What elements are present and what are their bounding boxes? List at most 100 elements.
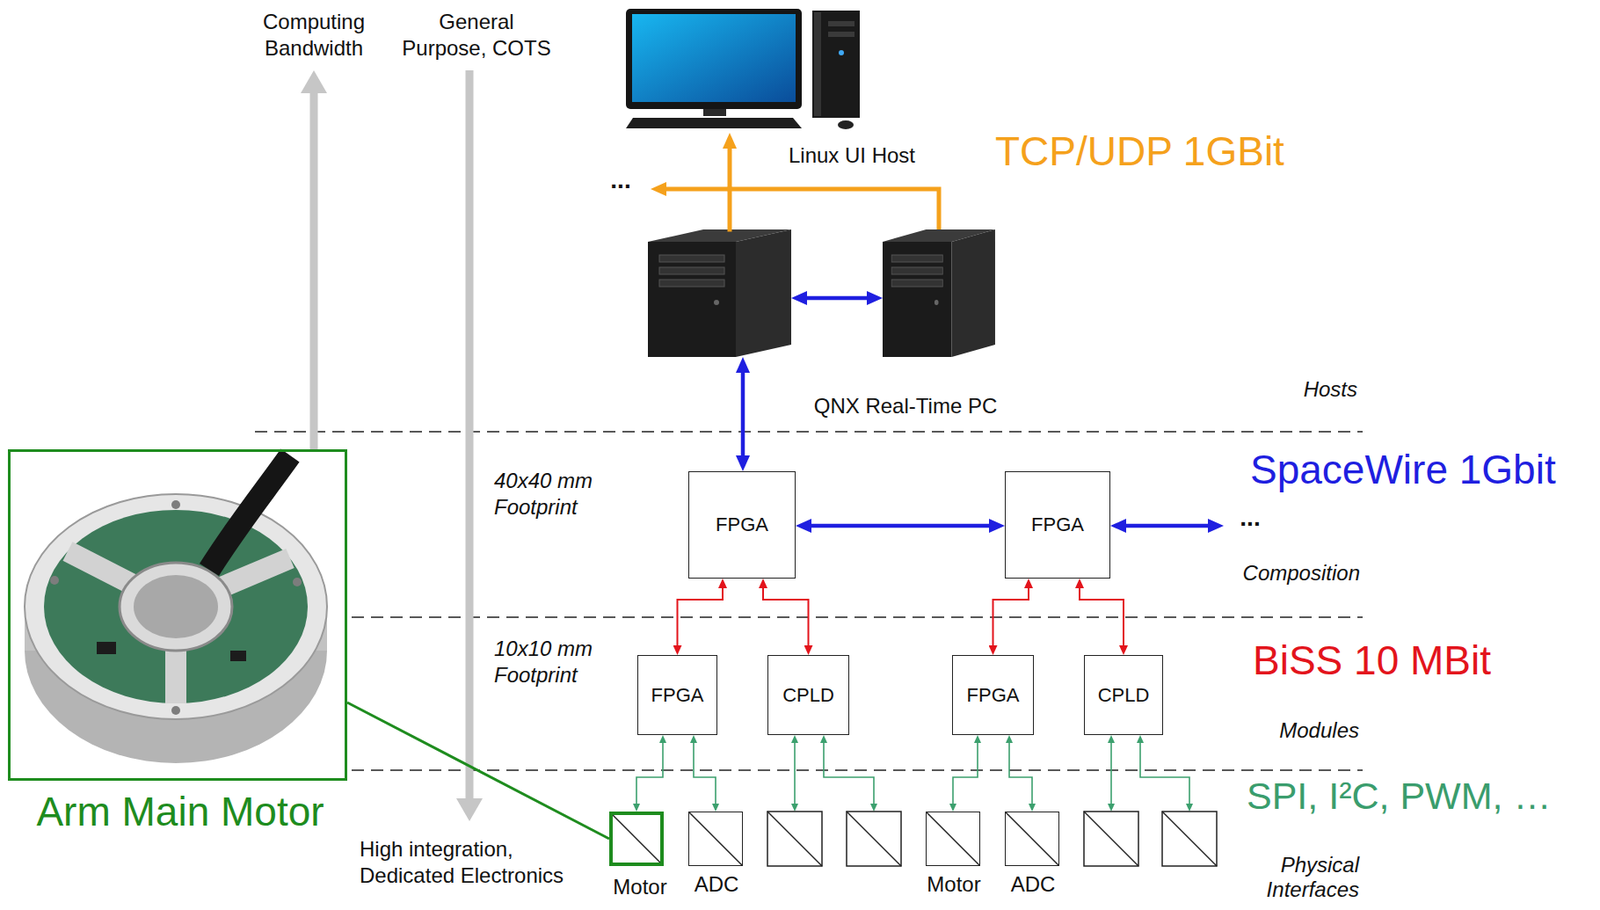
bus-label: BiSS 10 MBit: [1252, 637, 1491, 684]
drive-bay: [659, 267, 725, 275]
ethernet-link: [727, 189, 733, 230]
physical-interface-box: [1162, 811, 1217, 866]
keyboard: [625, 117, 802, 129]
dashed-divider: [254, 430, 1363, 433]
node-caption: Motor: [926, 872, 981, 897]
node-heading: Motor: [926, 872, 981, 897]
continuation-dots: ...: [1239, 503, 1260, 532]
local-bus-link: [1009, 742, 1033, 804]
bus-label: SPI, I²C, PWM, …: [1246, 774, 1551, 818]
photo-ground: [10, 451, 345, 779]
node-caption: ADC: [694, 872, 740, 897]
server-illustration: [882, 229, 996, 357]
physical-interface-box: ADC: [1004, 811, 1060, 866]
motor-photo-frame: Arm Main Motor: [7, 449, 348, 781]
screw: [171, 705, 181, 715]
leader-line: [347, 702, 610, 839]
bus-label: SpaceWire 1Gbit: [1250, 446, 1557, 494]
fpga-module: FPGA: [637, 654, 718, 735]
fpga-box: FPGA: [688, 471, 796, 579]
physical-interface-box: [846, 811, 902, 866]
axis-caption: High integration, Dedicated Electronics: [359, 836, 571, 889]
layer-dividers: [254, 431, 1363, 771]
box-label: CPLD: [782, 683, 835, 706]
motor-housing-top: [24, 494, 328, 720]
box-label: FPGA: [1031, 513, 1084, 536]
box-label: CPLD: [1098, 683, 1150, 706]
node-heading: ADC: [694, 872, 740, 897]
cpld-module: CPLD: [1083, 654, 1164, 735]
dashed-divider: [254, 769, 1363, 771]
interface-diagonal: [612, 814, 661, 863]
layer-name: Composition: [1243, 560, 1360, 586]
power-light: [838, 50, 844, 56]
axis-arrow-head: [456, 798, 483, 822]
linux-pc-illustration: [625, 8, 860, 130]
layer-name: Hosts: [1303, 377, 1358, 402]
physical-interface-box: [767, 811, 822, 866]
node-heading: QNX Real-Time PC: [814, 393, 997, 419]
linux-ui-host: Linux UI Host: [622, 5, 873, 133]
node-caption: QNX Real-Time PC: [814, 393, 997, 419]
drive-bay: [659, 279, 725, 287]
biss-link: [677, 588, 724, 646]
fpga-module: FPGA: [952, 654, 1034, 735]
motor-cable: [209, 455, 291, 570]
pcb-chip: [96, 641, 117, 655]
local-bus-link: [693, 742, 716, 804]
bus-label: TCP/UDP 1GBit: [995, 128, 1285, 175]
drive-bay: [891, 267, 943, 275]
local-bus-link: [793, 742, 796, 804]
box-label: FPGA: [715, 513, 769, 536]
node-heading: Arm Main Motor: [36, 788, 324, 836]
monitor-screen: [632, 14, 796, 102]
box-label: FPGA: [967, 683, 1020, 706]
node-heading: Motor: [612, 874, 667, 900]
physical-interface-box: Motor: [609, 811, 664, 866]
layout-arrows: [666, 189, 1208, 804]
interface-diagonal: [1005, 812, 1059, 866]
biss-link: [763, 588, 809, 646]
interface-symbol: [926, 812, 980, 866]
interface-diagonal: [846, 811, 902, 866]
local-bus-link: [952, 742, 978, 804]
interface-diagonal: [1083, 811, 1139, 866]
drive-bay: [891, 279, 943, 287]
interface-diagonal: [926, 812, 980, 866]
axis-arrow-head: [300, 70, 328, 94]
cpld-module: CPLD: [767, 654, 850, 735]
screw: [292, 577, 302, 587]
server-side: [735, 229, 792, 357]
local-bus-link: [636, 742, 663, 804]
interface-diagonal: [689, 812, 742, 866]
fpga-box: FPGA: [1004, 471, 1111, 579]
pc-tower: [812, 10, 860, 118]
pcb-chip: [230, 650, 247, 662]
continuation-dots: ...: [610, 166, 631, 195]
monitor-frame: [625, 8, 802, 110]
drive-bay: [828, 21, 855, 27]
power-button: [713, 299, 720, 306]
node-heading: Linux UI Host: [788, 143, 916, 168]
mouse: [837, 120, 854, 130]
layer-name: Physical Interfaces: [1244, 852, 1360, 902]
physical-interface-symbols: [767, 811, 1217, 866]
interface-symbol: [612, 814, 661, 863]
footprint-note: 40x40 mm Footprint: [494, 467, 626, 521]
node-caption: Motor: [612, 874, 667, 900]
spacewire-link: [807, 296, 867, 301]
interface-symbol: [689, 812, 742, 866]
interface-symbol: [1005, 812, 1059, 866]
axis-arrow-shaft: [465, 70, 474, 800]
ethernet-link: [666, 187, 730, 192]
box-label: FPGA: [651, 683, 705, 706]
local-bus-link: [823, 742, 874, 804]
motor-pcb: [43, 509, 308, 704]
server-front: [882, 241, 953, 357]
footprint-note: 10x10 mm Footprint: [494, 635, 626, 689]
spacewire-link: [1126, 523, 1208, 529]
pc-tower-side: [814, 12, 822, 117]
motor-ring: [119, 562, 233, 651]
